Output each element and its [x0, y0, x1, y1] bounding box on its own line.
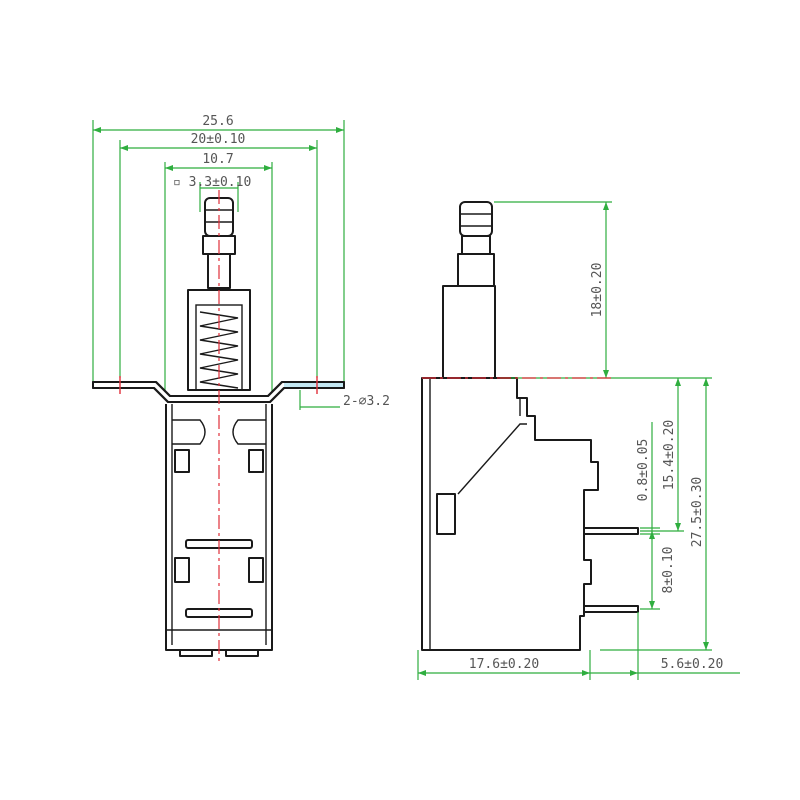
side-body — [421, 377, 599, 651]
dim-total-height: 27.5±0.30 — [600, 377, 712, 651]
label-mount-pitch: 20±0.10 — [191, 132, 246, 147]
dim-mount-holes: 2-⌀3.2 — [299, 390, 390, 410]
label-body-depth: 17.6±0.20 — [469, 657, 539, 672]
label-upper-pin: 15.4±0.20 — [662, 420, 677, 490]
side-view: 18±0.20 27.5±0.30 15.4±0.20 0.8±0.05 — [417, 201, 740, 680]
label-total-height: 27.5±0.30 — [690, 477, 705, 547]
dim-body-width: 10.7 — [164, 152, 273, 392]
label-hole-diameter: ▫ 3.3±0.10 — [173, 175, 251, 190]
label-lower-pin: 8±0.10 — [661, 547, 676, 594]
dim-hole-diameter: ▫ 3.3±0.10 — [173, 175, 251, 212]
label-pin-length: 5.6±0.20 — [661, 657, 724, 672]
upper-pin — [583, 527, 639, 535]
dim-plunger-height: 18±0.20 — [494, 201, 612, 379]
dim-upper-pin: 15.4±0.20 — [640, 378, 684, 532]
side-window — [436, 493, 456, 535]
label-mount-holes: 2-⌀3.2 — [343, 394, 390, 409]
label-pin-thickness: 0.8±0.05 — [636, 439, 651, 502]
mounting-flange — [92, 381, 345, 403]
dim-mount-pitch: 20±0.10 — [119, 132, 318, 378]
dim-pin-length: 5.6±0.20 — [590, 612, 740, 680]
dim-overall-width: 25.6 — [92, 114, 345, 386]
label-body-width: 10.7 — [202, 152, 233, 167]
front-view: 25.6 20±0.10 10.7 ▫ 3.3±0.10 — [92, 114, 390, 664]
label-overall-width: 25.6 — [202, 114, 233, 129]
dim-lower-pin: 8±0.10 — [640, 531, 676, 610]
label-plunger-height: 18±0.20 — [590, 263, 605, 318]
dim-pin-thickness: 0.8±0.05 — [636, 422, 660, 540]
side-plunger — [442, 201, 496, 379]
lower-pin — [583, 605, 639, 613]
dim-body-depth: 17.6±0.20 — [417, 650, 591, 680]
